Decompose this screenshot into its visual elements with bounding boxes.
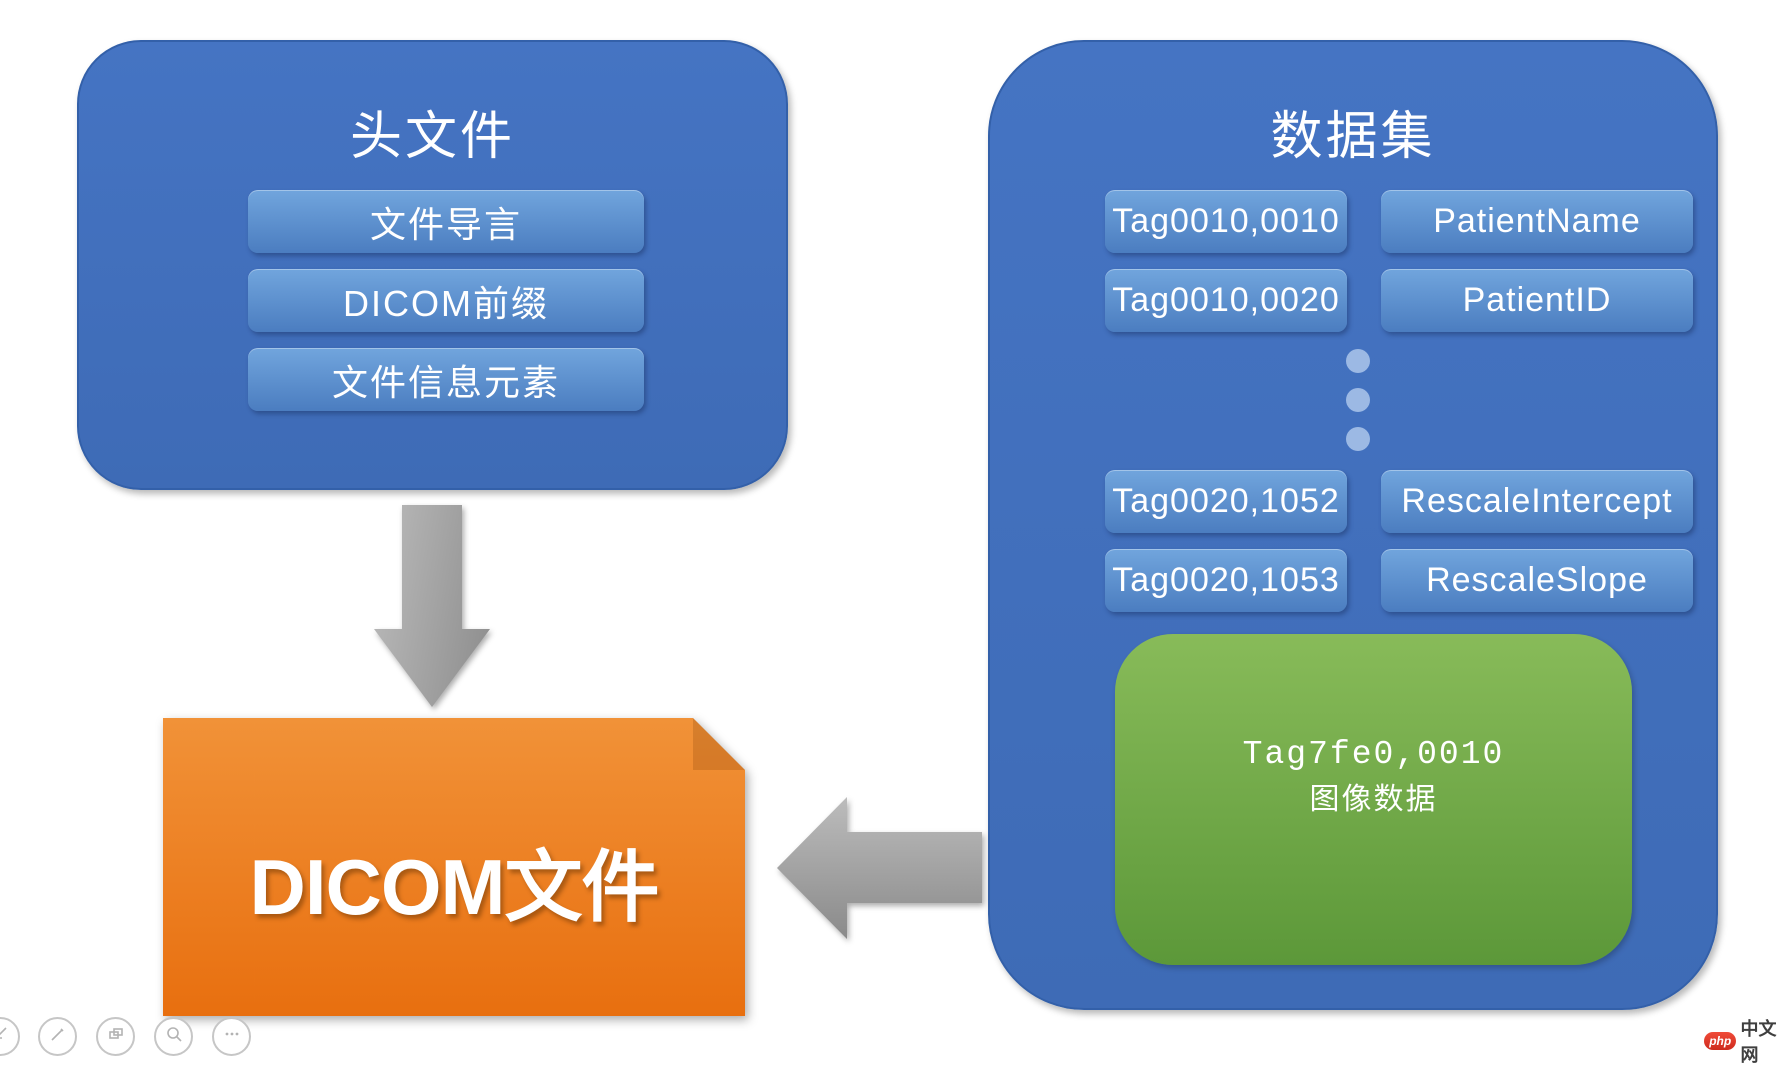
watermark-site-text: 中文网	[1740, 1019, 1777, 1065]
ellipsis-dot	[1346, 427, 1370, 451]
dicom-file-shape: DICOM文件	[163, 718, 745, 1016]
arrow-dataset-to-file	[777, 797, 982, 939]
php-cn-watermark: php 中文网	[1704, 1015, 1792, 1067]
tag-label: Tag0020,1053	[1112, 561, 1340, 599]
pen-icon	[48, 1024, 68, 1049]
slides-icon	[106, 1024, 126, 1049]
dataset-row-tag: Tag0020,1053	[1105, 549, 1347, 612]
header-item-preamble: 文件导言	[248, 190, 644, 253]
dataset-row-tag: Tag0010,0020	[1105, 269, 1347, 332]
dataset-row-value: PatientID	[1381, 269, 1693, 332]
dataset-panel: 数据集 Tag0010,0010 PatientName Tag0010,002…	[988, 40, 1718, 1010]
ellipsis-dot	[1346, 388, 1370, 412]
folded-corner	[693, 718, 745, 770]
header-item-label: 文件导言	[369, 203, 522, 245]
dataset-row-value: RescaleIntercept	[1381, 470, 1693, 533]
down-arrow-icon	[374, 505, 490, 707]
tag-label: Tag0020,1052	[1112, 482, 1340, 520]
value-label: PatientName	[1433, 202, 1641, 240]
magnifier-icon	[164, 1024, 184, 1049]
dataset-row-tag: Tag0010,0010	[1105, 190, 1347, 253]
header-item-dicom-prefix: DICOM前缀	[248, 269, 644, 332]
dataset-row-value: RescaleSlope	[1381, 549, 1693, 612]
pen-tool-button[interactable]	[38, 1017, 77, 1056]
more-options-button[interactable]	[212, 1017, 251, 1056]
left-arrow-icon	[777, 797, 982, 939]
zoom-slide-button[interactable]	[154, 1017, 193, 1056]
tag-label: Tag0010,0020	[1112, 281, 1340, 319]
value-label: PatientID	[1462, 281, 1612, 319]
header-file-panel: 头文件 文件导言 DICOM前缀 文件信息元素	[77, 40, 788, 490]
pixel-data-label: 图像数据	[1309, 783, 1438, 816]
dataset-row-tag: Tag0020,1052	[1105, 470, 1347, 533]
php-logo-badge: php	[1704, 1032, 1737, 1050]
header-file-title: 头文件	[349, 108, 515, 166]
dataset-title: 数据集	[1270, 108, 1436, 166]
ellipsis-dot	[1346, 349, 1370, 373]
dicom-file-box: DICOM文件	[163, 718, 745, 1016]
header-item-label: DICOM前缀	[343, 282, 549, 324]
dicom-file-label: DICOM文件	[249, 843, 660, 931]
header-item-label: 文件信息元素	[331, 361, 560, 403]
header-item-file-meta: 文件信息元素	[248, 348, 644, 411]
dataset-row-value: PatientName	[1381, 190, 1693, 253]
value-label: RescaleIntercept	[1401, 482, 1673, 520]
arrow-header-to-file	[374, 505, 490, 707]
pixel-data-block: Tag7fe0,0010 图像数据	[1115, 634, 1632, 965]
tag-label: Tag0010,0010	[1112, 202, 1340, 240]
all-slides-button[interactable]	[96, 1017, 135, 1056]
ellipsis-icon	[222, 1024, 242, 1049]
previous-slide-button[interactable]	[0, 1017, 20, 1056]
value-label: RescaleSlope	[1426, 561, 1648, 599]
pixel-data-tag: Tag7fe0,0010	[1242, 736, 1505, 773]
back-arrow-icon	[0, 1024, 11, 1049]
